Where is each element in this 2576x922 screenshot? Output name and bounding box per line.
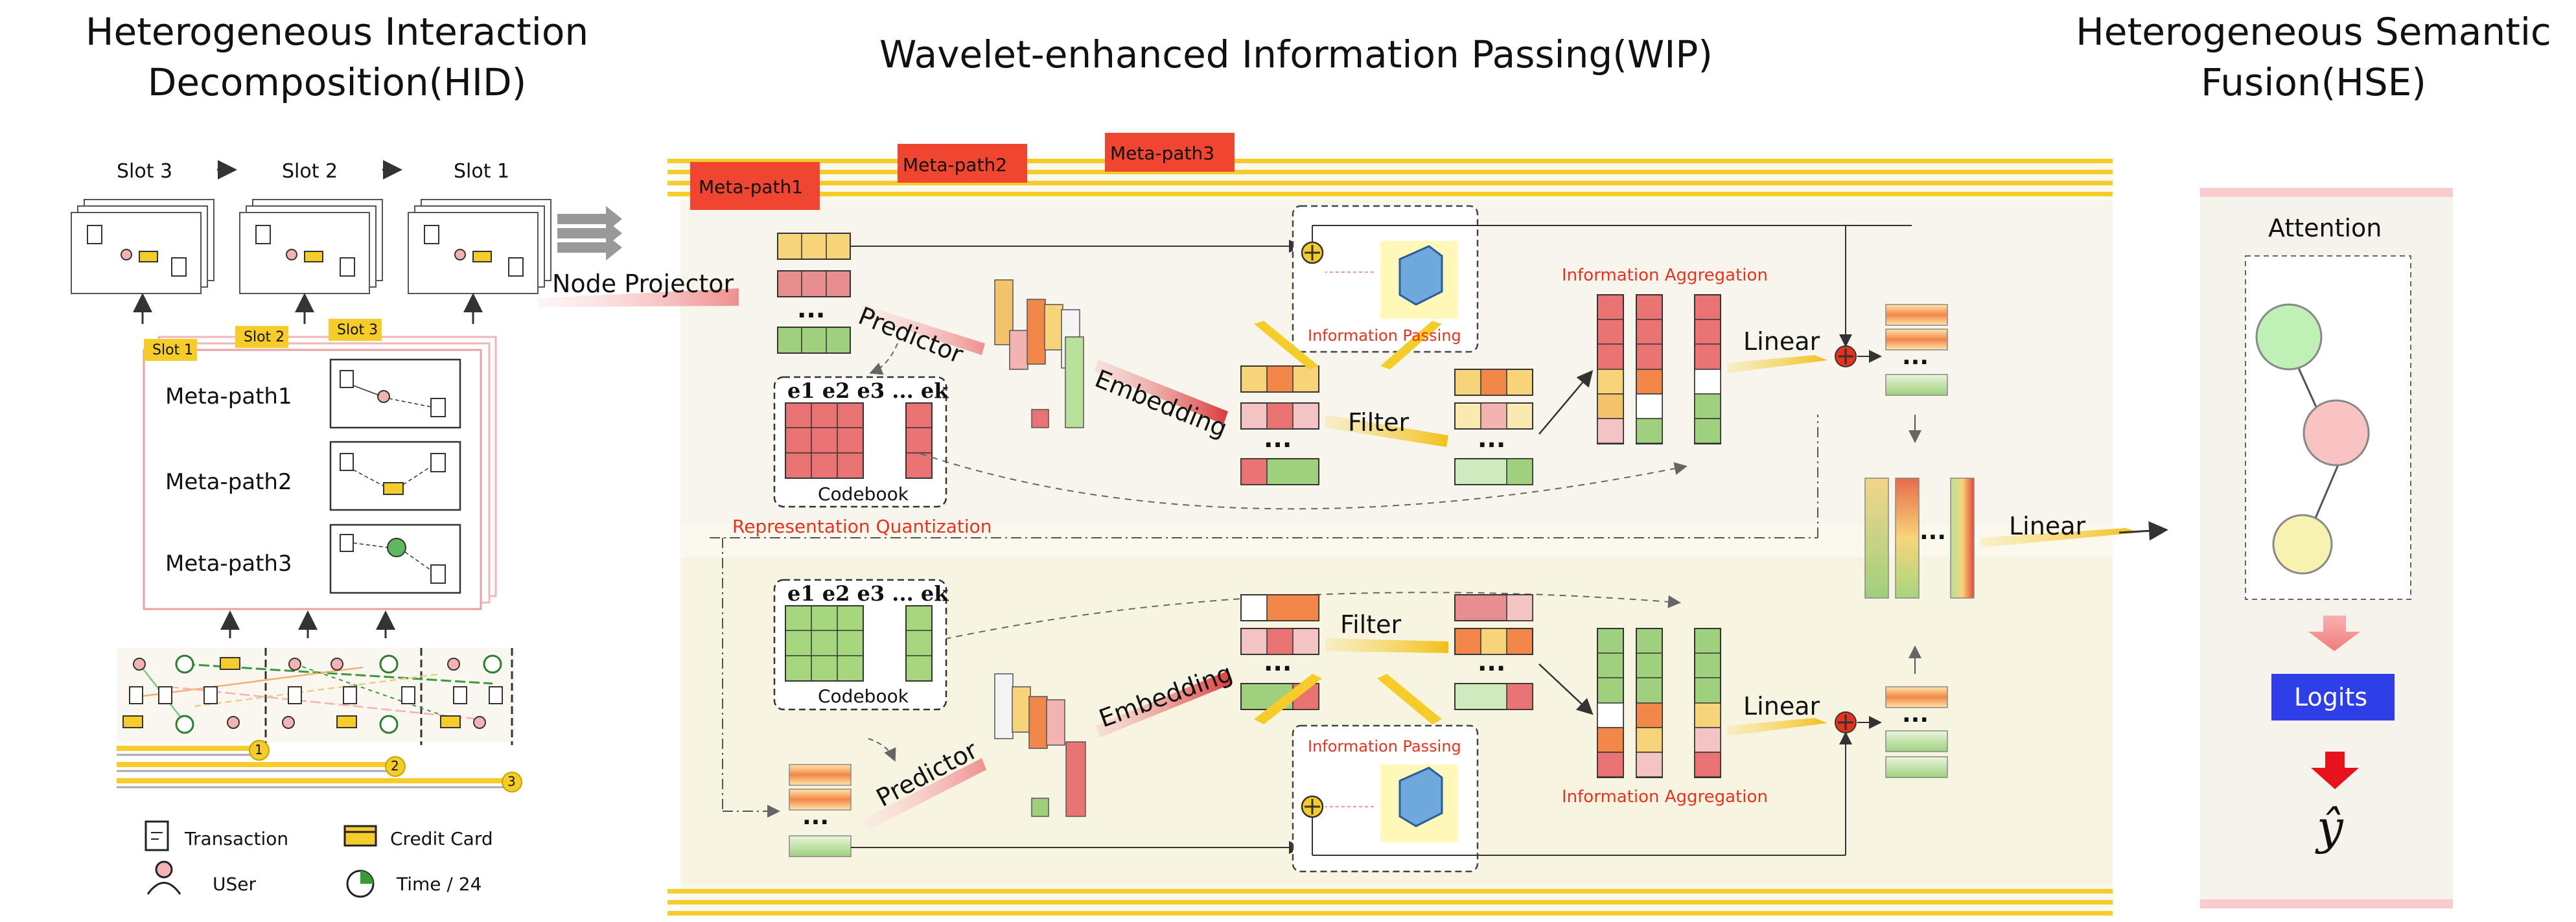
top-aggregation — [1597, 294, 1721, 444]
timeline-marker-2: 2 — [391, 758, 399, 774]
bottom-predictor-bars — [994, 673, 1086, 817]
representation-quantization-label: Representation Quantization — [732, 516, 992, 537]
ellipsis-top-output: ... — [1902, 343, 1929, 370]
hse-title: Heterogeneous Semantic Fusion(HSE) — [2076, 10, 2551, 105]
slot-tag-1: Slot 1 — [152, 342, 194, 358]
output-y-hat: ŷ — [2317, 800, 2343, 855]
ellipsis-concat: ... — [1920, 518, 1947, 545]
ellipsis-top-filter: ... — [1478, 424, 1506, 453]
timeline-marker-1: 1 — [255, 742, 263, 757]
slot-tag-3: Slot 3 — [337, 322, 378, 338]
bottom-codebook — [773, 579, 947, 711]
info-aggregation-label-top: Information Aggregation — [1562, 266, 1768, 285]
legend-credit-card: Credit Card — [390, 828, 493, 849]
hid-title: Heterogeneous Interaction Decomposition(… — [85, 10, 589, 105]
meta-path1-label: Meta-path1 — [165, 384, 292, 409]
attention-label: Attention — [2268, 214, 2382, 242]
top-embedding-stack — [1240, 365, 1319, 485]
meta-path-tab-3: Meta-path3 — [1110, 143, 1215, 164]
top-predictor-bars — [994, 279, 1084, 428]
top-info-passing — [1292, 205, 1912, 353]
meta-path-panel — [143, 319, 497, 610]
ellipsis-bottom-filter: ... — [1478, 648, 1506, 676]
ellipsis-bottom-input: ... — [802, 803, 830, 830]
bottom-embedding-stack — [1240, 594, 1319, 710]
codebook-keys-bottom: e1 e2 e3 ... ek — [787, 581, 949, 606]
linear-label-top: Linear — [1743, 327, 1820, 356]
logits-label: Logits — [2294, 683, 2368, 711]
legend-icons — [145, 820, 377, 898]
meta-path2-label: Meta-path2 — [165, 469, 292, 495]
bottom-output-stack — [1885, 686, 1948, 778]
bottom-input-stack — [789, 764, 852, 857]
bottom-aggregation — [1597, 628, 1721, 778]
interaction-graph — [117, 648, 515, 745]
meta-path-tab-2: Meta-path2 — [903, 154, 1008, 176]
info-passing-label-top: Information Passing — [1308, 327, 1461, 345]
top-filter-output — [1454, 369, 1533, 485]
meta-path-tab-1: Meta-path1 — [699, 176, 804, 198]
ellipsis-top-input: ... — [797, 295, 826, 323]
slot-label-top-2: Slot 2 — [282, 160, 338, 183]
timelines — [117, 740, 522, 792]
top-feature-stack — [777, 233, 851, 354]
top-codebook — [773, 376, 947, 508]
meta-path3-label: Meta-path3 — [165, 551, 292, 577]
linear-label-bottom: Linear — [1743, 692, 1820, 720]
wip-title: Wavelet-enhanced Information Passing(WIP… — [879, 32, 1713, 76]
node-projector-label: Node Projector — [552, 270, 734, 298]
legend-transaction: Transaction — [185, 828, 289, 849]
codebook-label-top: Codebook — [818, 483, 909, 505]
ellipsis-top-embedding: ... — [1264, 424, 1292, 453]
bottom-filter-output — [1454, 594, 1533, 710]
ellipsis-bottom-embedding: ... — [1264, 648, 1292, 676]
legend-time: Time / 24 — [397, 873, 482, 895]
top-output-stack — [1885, 304, 1948, 396]
filter-label-bottom: Filter — [1340, 610, 1402, 639]
info-aggregation-label-bottom: Information Aggregation — [1562, 787, 1768, 807]
ellipsis-bottom-output: ... — [1902, 701, 1929, 728]
final-linear-label: Linear — [2009, 512, 2086, 540]
timeline-marker-3: 3 — [507, 774, 516, 789]
filter-label-top: Filter — [1348, 408, 1410, 437]
slot-label-top-1: Slot 1 — [454, 160, 510, 183]
info-passing-label-bottom: Information Passing — [1308, 737, 1461, 755]
codebook-label-bottom: Codebook — [818, 686, 909, 707]
legend-user: USer — [213, 873, 257, 895]
slot-tag-2: Slot 2 — [244, 329, 285, 345]
codebook-keys-top: e1 e2 e3 ... ek — [787, 378, 949, 403]
slot-stacks — [71, 160, 622, 324]
bottom-info-passing — [1292, 724, 1846, 873]
hse-panel — [2200, 188, 2453, 908]
slot-label-top-3: Slot 3 — [117, 160, 173, 183]
concat-bars — [1864, 478, 1975, 599]
